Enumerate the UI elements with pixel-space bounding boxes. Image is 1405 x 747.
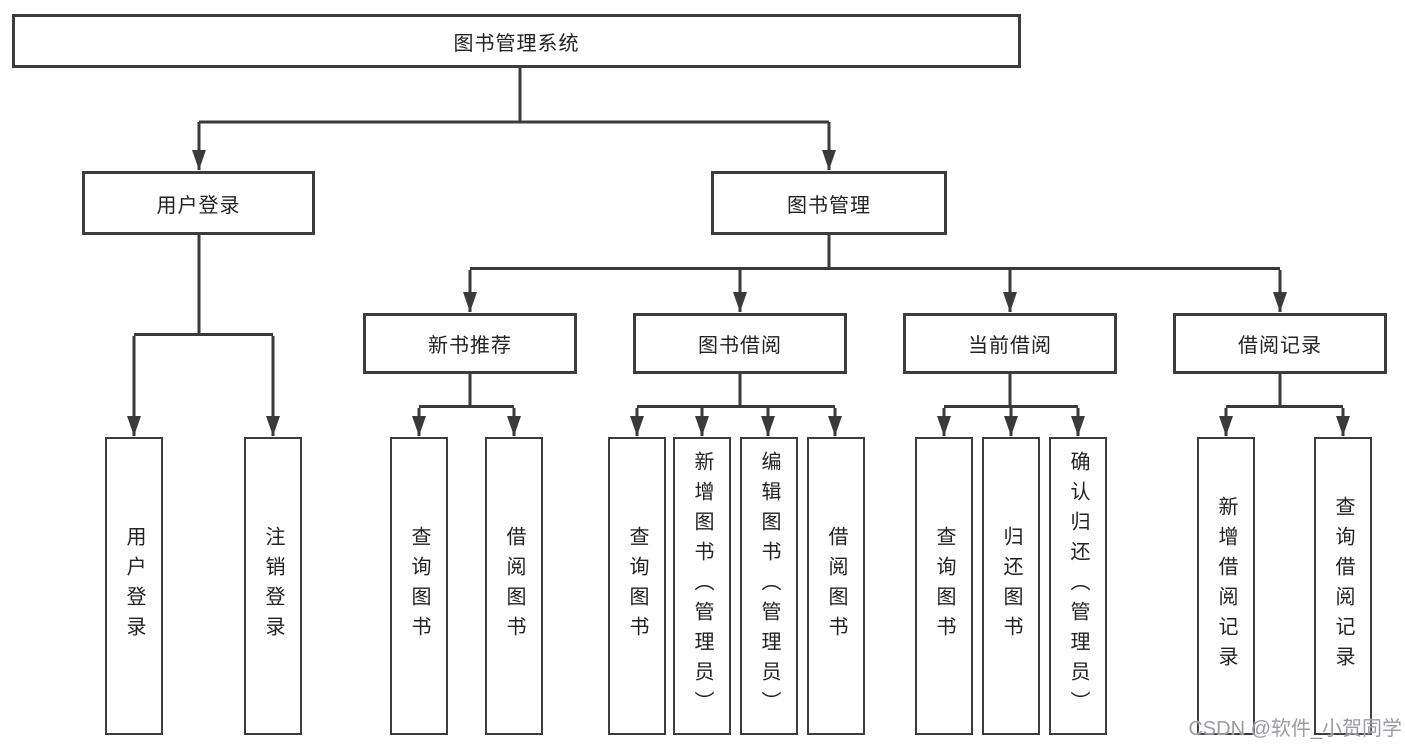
leaf-user-login-label: 用户登录 [123,526,145,646]
node-new-book-recommend-label: 新书推荐 [428,335,512,357]
connector-rails [134,68,1343,408]
leaf-add-books-admin-label: 新增图书（管理员） [691,451,713,721]
leaf-search-borrow-record-label: 查询借阅记录 [1332,496,1354,676]
leaf-borrow-borrow-books: 借阅图书 [807,437,865,735]
node-user-login: 用户登录 [82,171,315,235]
leaf-edit-books-admin-label: 编辑图书（管理员） [758,451,780,721]
connector-arrows [127,122,1350,436]
node-current-borrow: 当前借阅 [903,313,1117,374]
leaf-current-search-books-label: 查询图书 [933,526,955,646]
leaf-current-search-books: 查询图书 [915,437,973,735]
leaf-return-books-label: 归还图书 [1000,526,1022,646]
node-book-management: 图书管理 [711,171,947,235]
leaf-borrow-search-books: 查询图书 [608,437,666,735]
node-book-management-label: 图书管理 [787,194,871,217]
leaf-search-borrow-record: 查询借阅记录 [1314,437,1372,735]
node-borrow-record-label: 借阅记录 [1238,335,1322,357]
leaf-add-borrow-record: 新增借阅记录 [1197,437,1255,735]
leaf-logout: 注销登录 [244,437,302,735]
leaf-newrec-borrow-books-label: 借阅图书 [503,526,525,646]
node-new-book-recommend: 新书推荐 [363,313,577,374]
leaf-confirm-return-admin: 确认归还（管理员） [1049,437,1107,735]
leaf-borrow-search-books-label: 查询图书 [626,526,648,646]
leaf-newrec-borrow-books: 借阅图书 [485,437,543,735]
leaf-add-books-admin: 新增图书（管理员） [673,437,731,735]
node-user-login-label: 用户登录 [156,194,241,217]
leaf-newrec-search-books: 查询图书 [390,437,448,735]
leaf-user-login: 用户登录 [105,437,163,735]
leaf-logout-label: 注销登录 [262,526,284,646]
leaf-confirm-return-admin-label: 确认归还（管理员） [1067,451,1089,721]
node-borrow-record: 借阅记录 [1173,313,1387,374]
node-book-borrow-label: 图书借阅 [698,335,782,357]
node-root: 图书管理系统 [12,14,1021,68]
leaf-borrow-borrow-books-label: 借阅图书 [825,526,847,646]
node-current-borrow-label: 当前借阅 [968,335,1052,357]
leaf-newrec-search-books-label: 查询图书 [408,526,430,646]
csdn-watermark: CSDN @软件_小贺同学 [1188,718,1402,740]
leaf-return-books: 归还图书 [982,437,1040,735]
node-book-borrow: 图书借阅 [633,313,847,374]
node-root-label: 图书管理系统 [453,32,580,55]
leaf-edit-books-admin: 编辑图书（管理员） [740,437,798,735]
leaf-add-borrow-record-label: 新增借阅记录 [1215,496,1237,676]
